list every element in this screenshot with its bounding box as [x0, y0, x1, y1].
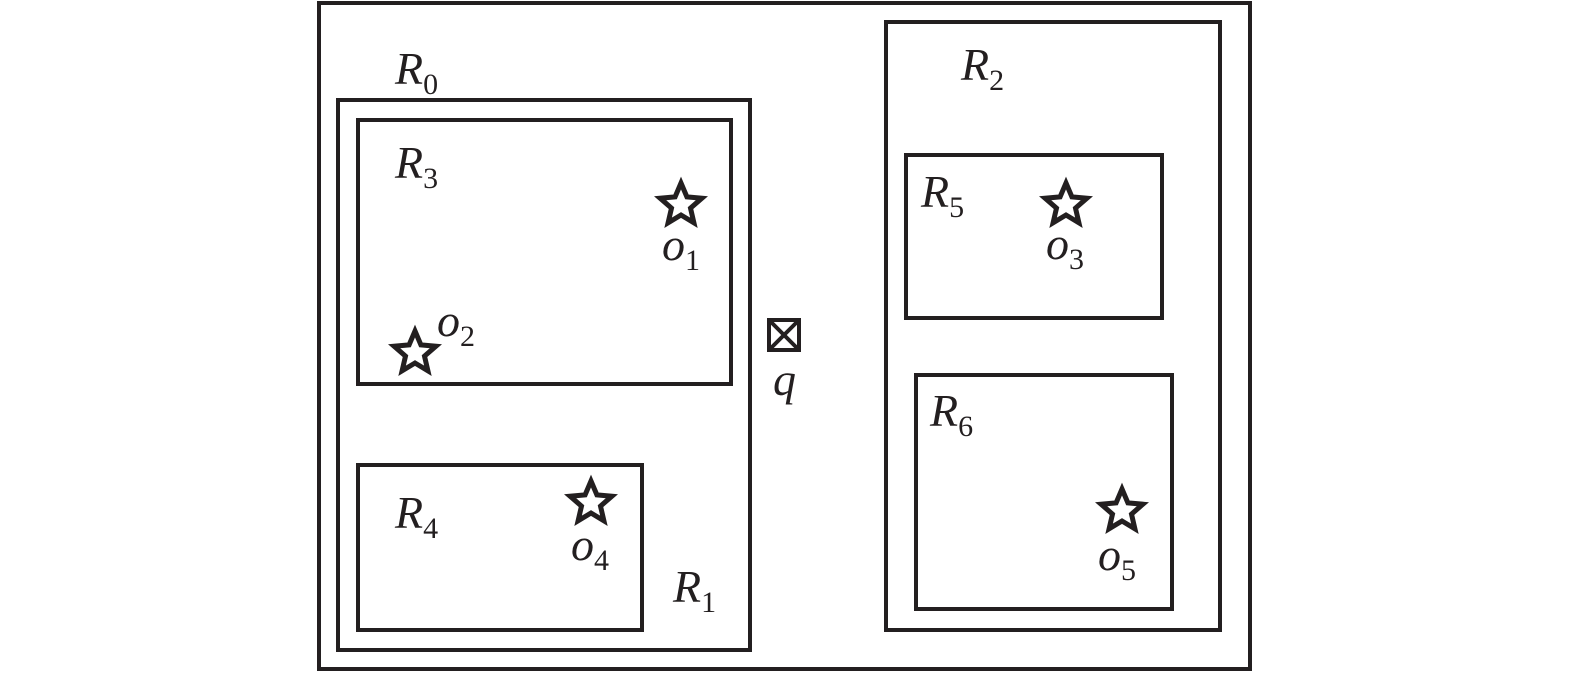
region-R3-box: [356, 118, 733, 386]
region-R0-label: R0: [394, 43, 438, 101]
object-o5-label: o5: [1098, 529, 1136, 587]
region-R1-label: R1: [672, 561, 716, 619]
region-R4-box: [356, 463, 644, 632]
region-R5-label: R5: [920, 166, 964, 224]
region-R6-label: R6: [929, 385, 973, 443]
region-R0-box: [317, 1, 1252, 671]
object-o1-label: o1: [662, 219, 700, 277]
object-o3-label: o3: [1046, 218, 1084, 276]
region-R5-box: [904, 153, 1164, 320]
object-o4-star-icon: [564, 474, 618, 527]
region-R1-box: [336, 98, 752, 652]
object-o1-star-icon: [654, 176, 708, 229]
region-R6-box: [914, 373, 1174, 611]
object-o5-star-icon: [1095, 482, 1149, 535]
object-o4-label: o4: [571, 519, 609, 577]
region-R4-label: R4: [394, 487, 438, 545]
object-o2-label: o2: [437, 295, 475, 353]
region-R2-box: [884, 20, 1222, 632]
query-point-icon: [767, 318, 801, 352]
region-R2-label: R2: [960, 39, 1004, 97]
object-o3-star-icon: [1039, 176, 1093, 229]
object-o2-star-icon: [388, 324, 442, 377]
region-R3-label: R3: [394, 137, 438, 195]
query-label: q: [773, 354, 796, 405]
